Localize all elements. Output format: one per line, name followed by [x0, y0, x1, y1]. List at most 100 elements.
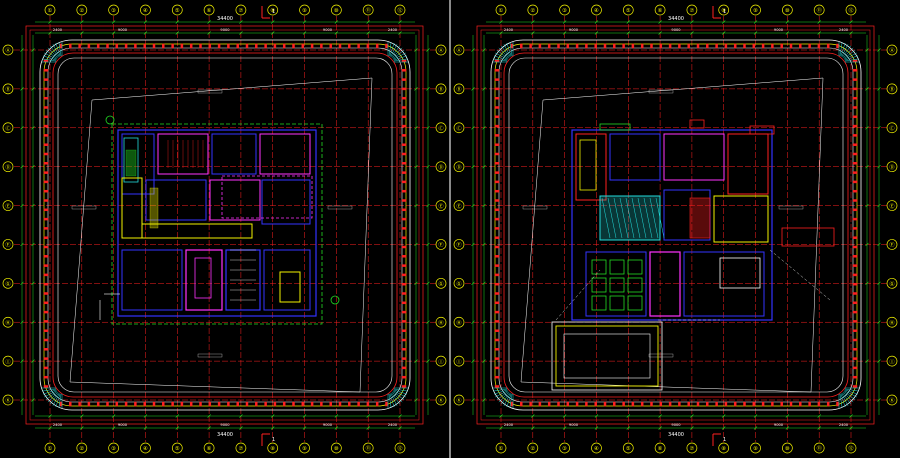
- equipment-cell: [627, 295, 643, 311]
- dimension-tick: [207, 426, 211, 430]
- dimension-tick: [562, 31, 567, 35]
- corner-radial-line: [58, 393, 62, 408]
- top-callout: [599, 123, 631, 131]
- perimeter-column: [566, 401, 570, 407]
- bay-dimension: 2400: [504, 423, 514, 427]
- perimeter-column: [494, 115, 500, 119]
- lower-room: [683, 251, 765, 317]
- grid-bubble-label: ②: [530, 446, 535, 452]
- perimeter-column: [87, 401, 91, 407]
- dimension-tick: [753, 414, 758, 418]
- grid-bubble-label: ①: [499, 446, 504, 452]
- perimeter-column: [115, 43, 119, 49]
- perimeter-column: [401, 189, 407, 193]
- perimeter-column: [494, 320, 500, 323]
- corner-radial-line: [390, 393, 398, 406]
- grid-bubble-label: ⑩: [334, 8, 339, 14]
- grid-bubble-label: Ⓒ: [456, 124, 461, 132]
- grid-bubble: [453, 239, 465, 250]
- perimeter-column: [852, 124, 858, 128]
- corner-radial-line: [392, 50, 405, 59]
- grid-bubble: [435, 83, 447, 95]
- perimeter-column: [245, 401, 249, 407]
- annex-outline: [781, 227, 835, 247]
- perimeter-column: [494, 348, 500, 351]
- viewport-divider[interactable]: [449, 0, 451, 458]
- overall-dimension-bottom: 34400: [668, 432, 684, 438]
- grid-bubble-label: Ⓑ: [438, 85, 443, 93]
- perimeter-ring: [47, 47, 403, 403]
- corner-radial-line: [493, 388, 508, 392]
- dimension-tick: [143, 414, 148, 418]
- perimeter-column: [401, 180, 407, 184]
- perimeter-column: [180, 43, 184, 49]
- grid-bubble: [2, 200, 14, 211]
- grid-bubble: [453, 83, 465, 95]
- dimension-tick: [48, 414, 52, 418]
- grid-bubble-label: Ⓓ: [889, 163, 894, 171]
- perimeter-column: [43, 96, 49, 100]
- perimeter-column: [852, 292, 858, 295]
- dimension-tick: [471, 126, 475, 130]
- perimeter-column: [43, 199, 49, 202]
- dimension-tick: [175, 20, 179, 24]
- corner-radial-line: [393, 58, 408, 62]
- grid-bubble-label: Ⓔ: [889, 202, 894, 210]
- perimeter-column: [329, 43, 332, 49]
- grid-bubble: [453, 44, 465, 56]
- grid-bubble-label: ⑧: [721, 446, 726, 452]
- dimension-tick: [239, 31, 243, 35]
- perimeter-column: [743, 401, 746, 407]
- stair-flight: [279, 271, 301, 303]
- perimeter-column: [320, 43, 323, 49]
- equipment-room: [719, 257, 761, 289]
- dimension-tick: [239, 20, 243, 24]
- stair-flight: [579, 139, 597, 191]
- dimension-tick: [817, 20, 821, 24]
- perimeter-column: [494, 162, 500, 165]
- perimeter-column: [401, 329, 407, 332]
- grid-bubble: [171, 4, 183, 16]
- equipment-cell: [609, 295, 625, 311]
- grid-bubble-label: Ⓘ: [456, 357, 461, 365]
- dimension-tick: [722, 20, 726, 24]
- grid-bubble: [267, 4, 279, 16]
- perimeter-column: [668, 401, 672, 407]
- perimeter-column: [494, 189, 500, 193]
- dimension-tick: [594, 414, 599, 418]
- perimeter-column: [852, 366, 858, 370]
- perimeter-column: [603, 43, 607, 49]
- dimension-tick: [482, 320, 486, 324]
- corner-radial-line: [391, 45, 400, 58]
- perimeter-column: [106, 43, 109, 49]
- grid-bubble-label: Ⓗ: [438, 318, 443, 326]
- perimeter-column: [771, 401, 774, 407]
- grid-bubble-label: Ⓚ: [889, 396, 894, 404]
- grid-bubble-label: ⑦: [239, 8, 244, 14]
- perimeter-column: [227, 43, 230, 49]
- dimension-tick: [302, 414, 307, 418]
- corner-radial-line: [393, 389, 408, 395]
- grid-bubble-label: Ⓖ: [456, 280, 461, 288]
- grid-bubble-label: Ⓕ: [456, 241, 461, 249]
- grid-bubble-label: Ⓓ: [438, 163, 443, 171]
- annotation-text-block: [327, 205, 353, 210]
- dimension-tick: [334, 426, 339, 430]
- dimension-tick: [753, 20, 758, 24]
- dimension-tick: [111, 426, 116, 430]
- perimeter-column: [706, 43, 709, 49]
- perimeter-column: [401, 310, 407, 314]
- perimeter-column: [585, 401, 588, 407]
- grid-bubble-label: ⑨: [302, 446, 307, 452]
- dimension-tick: [877, 126, 881, 130]
- dimension-tick: [334, 414, 339, 418]
- grid-bubble-label: Ⓐ: [456, 46, 461, 54]
- perimeter-column: [401, 366, 407, 370]
- dimension-tick: [20, 48, 24, 52]
- perimeter-column: [401, 357, 407, 360]
- stair-room: [121, 133, 155, 195]
- perimeter-column: [401, 152, 407, 156]
- equipment-cell: [591, 259, 607, 275]
